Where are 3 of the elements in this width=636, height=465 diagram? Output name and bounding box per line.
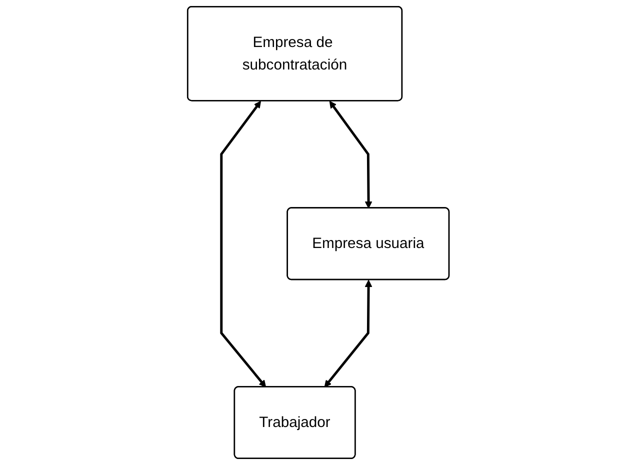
arrow [220,100,266,388]
arrow [329,100,372,208]
arrow [324,280,372,388]
